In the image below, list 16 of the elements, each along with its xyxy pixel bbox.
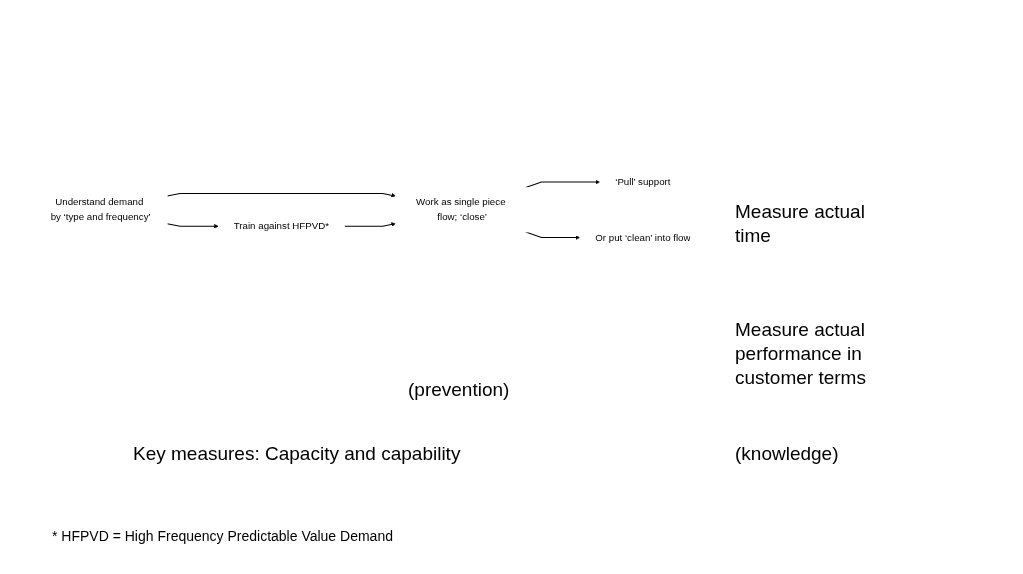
arrow <box>166 223 219 229</box>
node-text: Understand demand by ‘type and frequency’ <box>50 196 151 223</box>
note-text: (prevention) <box>408 378 511 402</box>
arrow <box>343 222 396 227</box>
footnote: * HFPVD = High Frequency Predictable Value Demand <box>52 528 393 544</box>
node-text: ‘Pull’ support <box>615 176 671 188</box>
note-text: Key measures: Capacity and capability <box>133 442 462 466</box>
note-text: Measure actual performance in customer terms <box>735 318 867 390</box>
note-text: Measure actual time <box>735 200 866 248</box>
arrow <box>525 179 601 189</box>
arrow <box>166 193 396 198</box>
note-text: (knowledge) <box>735 442 840 466</box>
arrow <box>525 231 581 240</box>
node-text: Train against HFPVD* <box>233 220 330 232</box>
node-text: Or put ‘clean’ into flow <box>595 232 691 243</box>
node-text: Work as single piece flow; ‘close’ <box>416 196 506 223</box>
